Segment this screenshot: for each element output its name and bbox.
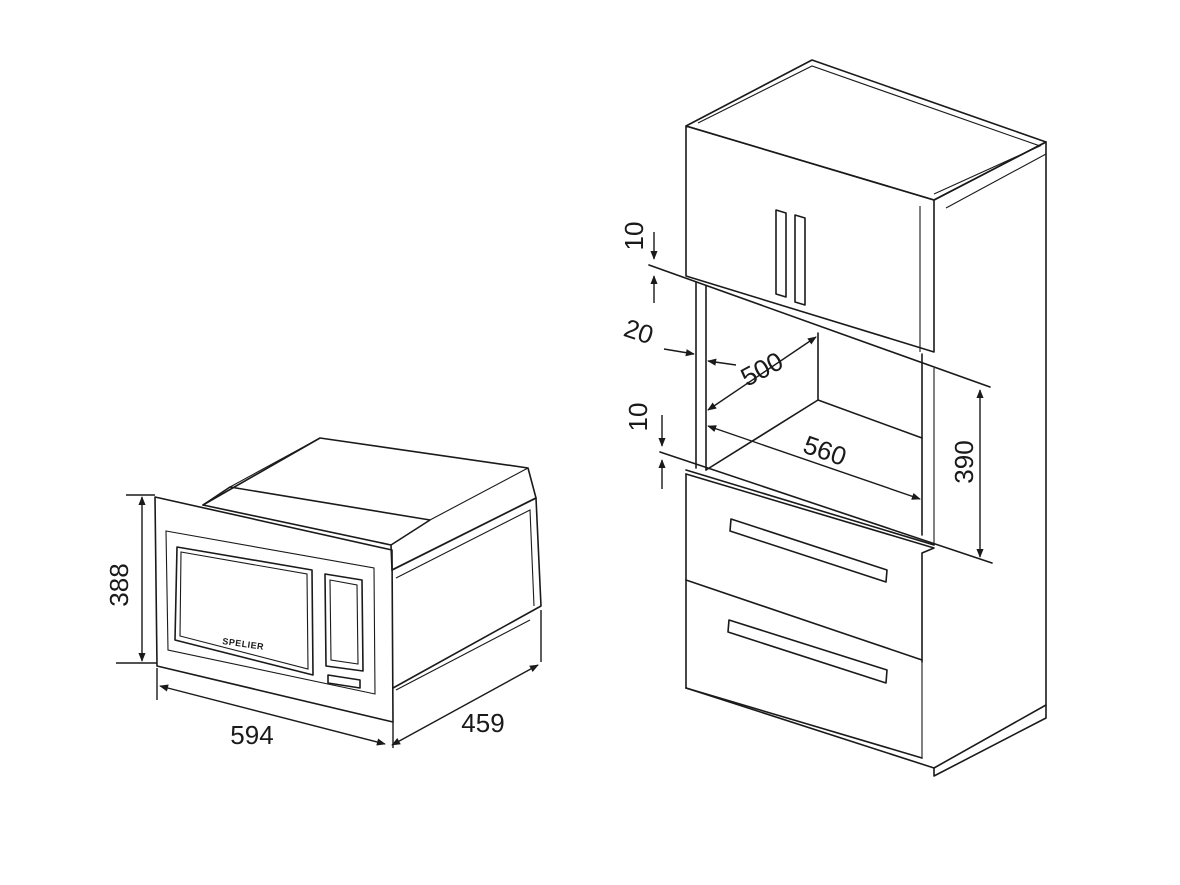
- side-gap-label: 20: [620, 313, 657, 350]
- microwave-dimensions: [116, 494, 542, 748]
- microwave-width-label: 594: [230, 720, 273, 750]
- cabinet-opening: [648, 264, 991, 388]
- opening-width-label: 560: [800, 429, 851, 471]
- cabinet-dimensions: [650, 232, 984, 558]
- cabinet-handle-right: [794, 214, 806, 306]
- gap-bottom-label: 10: [623, 403, 653, 432]
- microwave-control-panel: [324, 573, 364, 672]
- microwave-button: [327, 674, 361, 689]
- microwave-brand-label: SPELIER: [222, 636, 265, 652]
- gap-top-label: 10: [619, 222, 649, 251]
- drawer-handle-lower: [727, 619, 888, 684]
- drawer-handle-upper: [729, 518, 888, 583]
- cabinet-handle-left: [775, 209, 787, 298]
- cabinet-side: [933, 141, 1047, 769]
- cabinet-upper-door: [685, 125, 935, 353]
- cabinet-drawing: [648, 59, 1047, 777]
- cabinet-drawer-lower: [685, 687, 923, 759]
- microwave-depth-label: 459: [461, 708, 504, 738]
- microwave-side: [391, 497, 542, 689]
- microwave-drawing: [154, 437, 542, 723]
- cabinet-drawer-upper: [685, 473, 935, 663]
- cabinet-plinth: [933, 704, 1047, 777]
- microwave-top: [202, 437, 537, 571]
- microwave-height-label: 388: [104, 563, 134, 606]
- opening-height-label: 390: [949, 440, 979, 483]
- microwave-door-window: [174, 546, 314, 676]
